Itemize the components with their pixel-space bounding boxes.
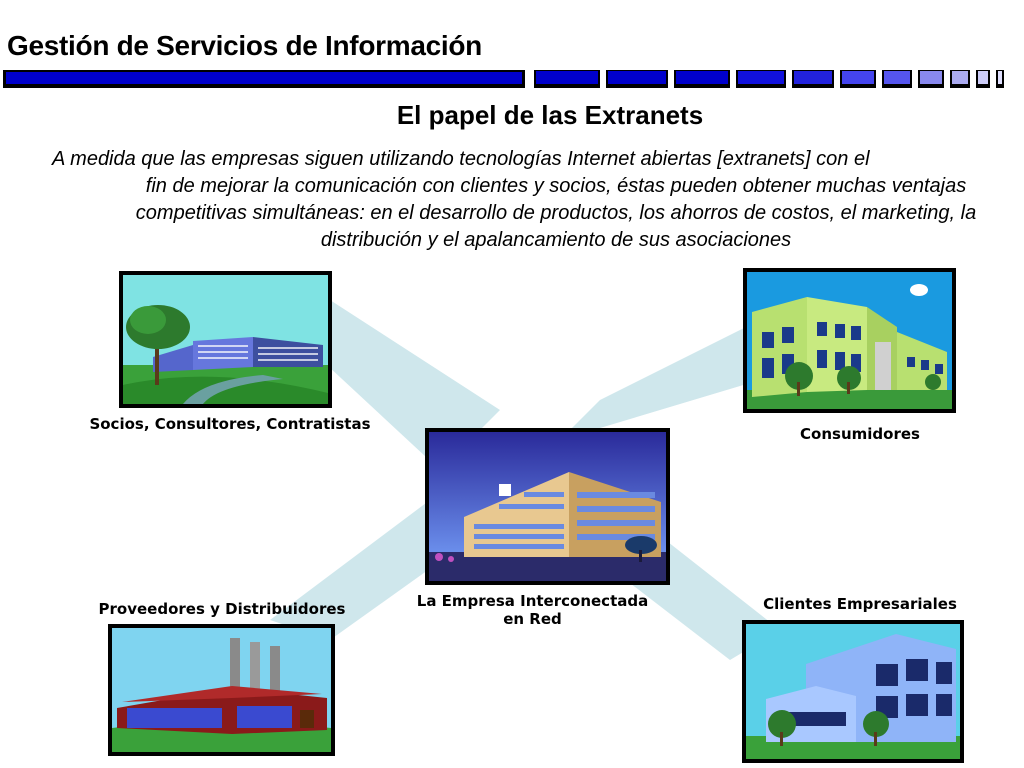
header-title: Gestión de Servicios de Información (7, 30, 482, 61)
networked-company-label-line1: La Empresa Interconectada (416, 592, 649, 610)
intro-first-line: A medida que las empresas siguen utiliza… (52, 148, 870, 170)
partners-picture (119, 271, 332, 408)
partners-label: Socios, Consultores, Contratistas (89, 415, 371, 433)
networked-company-label-line2: en Red (503, 610, 562, 628)
suppliers-picture (108, 624, 335, 756)
business-clients-picture (742, 620, 964, 763)
networked-company-label: La Empresa Interconectada en Red (390, 592, 675, 628)
consumers-picture (743, 268, 956, 413)
header-decorative-bar (3, 70, 1004, 88)
intro-paragraph: A medida que las empresas siguen utiliza… (52, 146, 992, 254)
intro-continuation: fin de mejorar la comunicación con clien… (135, 175, 977, 251)
connector-band-bottom-left (270, 500, 470, 640)
suppliers-label: Proveedores y Distribuidores (98, 600, 346, 618)
slide-title: El papel de las Extranets (396, 100, 704, 130)
connector-band-top-right (560, 320, 760, 440)
business-clients-label: Clientes Empresariales (763, 595, 957, 613)
connector-band-top-left (300, 300, 500, 470)
consumers-label: Consumidores (800, 425, 920, 443)
networked-company-picture (425, 428, 670, 585)
